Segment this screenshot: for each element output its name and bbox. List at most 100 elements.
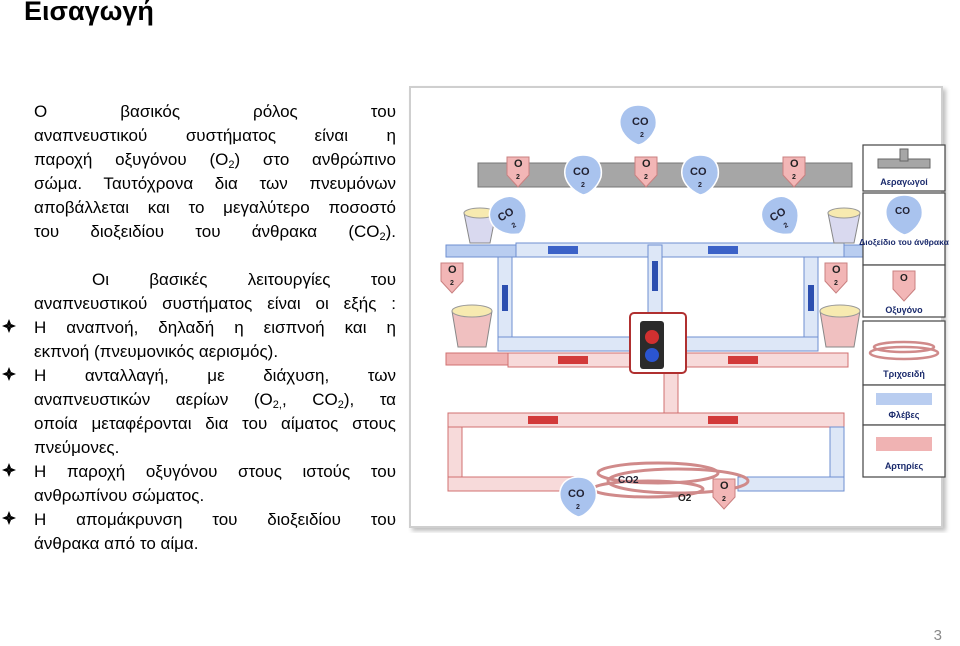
intro-line-3-a: παροχή οξυγόνου (O: [34, 150, 229, 169]
intro-paragraph: Ο βασικός ρόλος του αναπνευστικού συστήμ…: [34, 100, 396, 244]
artery-pipe: [445, 352, 517, 366]
o2-drop-icon: O 2: [634, 156, 658, 188]
co2-drop-icon: CO 2: [558, 476, 598, 518]
capillary-network: [591, 461, 750, 499]
bullet-2-line-3: οποία μεταφέρονται δια του αίματος στους: [34, 414, 396, 433]
co2-subscript: 2: [379, 231, 386, 243]
o2-subscript: 2,: [272, 399, 282, 411]
o2-label: O2: [678, 493, 692, 504]
bullet-2-line-1: Η ανταλλαγή, με διάχυση, των: [34, 366, 396, 385]
o2-subscript: 2: [228, 159, 235, 171]
bullet-diamond-icon: [2, 367, 16, 381]
legend-capillaries: Τριχοειδή: [883, 369, 925, 379]
co2-drop-icon: CO: [884, 194, 924, 236]
page-title: Εισαγωγή: [24, 0, 154, 26]
heart-label: ΚΑΡΔΙΑ: [645, 316, 671, 323]
svg-text:2: 2: [792, 174, 796, 181]
lung-container: [451, 207, 861, 348]
respiration-diagram: ΚΑΡΔΙΑ CO 2 CO 2 CO 2 CO 2 CO 2 CO 2 O 2…: [409, 86, 950, 528]
intro-line-1: Ο βασικός ρόλος του: [34, 102, 396, 121]
legend-arteries: Αρτηρίες: [885, 461, 924, 471]
legend: Αεραγωγοί CO Διοξείδιο του άνθρακα O Οξυ…: [859, 144, 950, 478]
capillary-icon: [868, 340, 940, 361]
svg-text:2: 2: [450, 280, 454, 287]
svg-text:O: O: [790, 158, 799, 170]
co2-drop-icon: CO 2: [482, 189, 536, 244]
bullet-2-line-4: πνεύμονες.: [34, 438, 120, 457]
legend-co2: Διοξείδιο του άνθρακα: [859, 237, 949, 247]
list-item: Η ανταλλαγή, με διάχυση, των αναπνευστικ…: [2, 364, 396, 460]
intro-line-3: παροχή οξυγόνου (O2) στο ανθρώπινο: [34, 148, 396, 172]
vein-pipe: [677, 336, 819, 352]
svg-text:2: 2: [698, 182, 702, 189]
text-column: Ο βασικός ρόλος του αναπνευστικού συστήμ…: [2, 100, 396, 556]
o2-drop-icon: O: [892, 270, 916, 302]
bullet-diamond-icon: [2, 511, 16, 525]
co2-drop-icon: CO 2: [618, 104, 658, 146]
svg-text:O: O: [514, 158, 523, 170]
page-number: 3: [933, 627, 942, 644]
co2-label: CO2: [618, 475, 639, 486]
bullet-2-line-2-a: αναπνευστικών αερίων (O: [34, 390, 273, 409]
functions-heading-line-2: αναπνευστικού συστήματος είναι οι εξής :: [34, 294, 396, 313]
artery-pipe: [447, 412, 845, 428]
blood-vehicle: [502, 246, 814, 424]
svg-text:2: 2: [722, 496, 726, 503]
svg-text:2: 2: [516, 174, 520, 181]
svg-text:2: 2: [581, 182, 585, 189]
svg-text:CO: CO: [568, 488, 585, 500]
bullet-4-line-2: άνθρακα από το αίμα.: [34, 534, 199, 553]
intro-line-4: σώμα. Ταυτόχρονα δια των πνευμόνων: [34, 174, 396, 193]
list-item: Η απομάκρυνση του διοξειδίου του άνθρακα…: [2, 508, 396, 556]
co2-drop-icon: CO 2: [680, 154, 720, 196]
legend-airways: Αεραγωγοί: [880, 177, 928, 187]
bullet-3-line-2: ανθρωπίνου σώματος.: [34, 486, 205, 505]
o2-drop-icon: O 2: [506, 156, 530, 188]
legend-veins: Φλέβες: [889, 410, 920, 420]
svg-text:CO: CO: [632, 116, 649, 128]
vein-pipe: [497, 336, 649, 352]
svg-text:CO: CO: [690, 166, 707, 178]
intro-line-6-a: του διοξειδίου του άνθρακα (CO: [34, 222, 380, 241]
vein-pipe: [445, 244, 517, 258]
bullet-2-line-2: αναπνευστικών αερίων (O2,, CO2), τα: [34, 388, 396, 412]
vein-pipe: [737, 476, 845, 492]
intro-line-5: αποβάλλεται και το μεγαλύτερο ποσοστό: [34, 198, 396, 217]
o2-drop-icon: O 2: [782, 156, 806, 188]
intro-line-6-b: ).: [385, 222, 396, 241]
list-item: Η αναπνοή, δηλαδή η εισπνοή και η εκπνοή…: [2, 316, 396, 364]
bullet-4-line-1: Η απομάκρυνση του διοξειδίου του: [34, 510, 396, 529]
svg-text:CO: CO: [895, 206, 910, 217]
function-list: Η αναπνοή, δηλαδή η εισπνοή και η εκπνοή…: [2, 316, 396, 556]
bullet-1-line-2: εκπνοή (πνευμονικός αερισμός).: [34, 342, 279, 361]
artery-pipe: [447, 426, 463, 478]
bullet-diamond-icon: [2, 463, 16, 477]
intro-line-6: του διοξειδίου του άνθρακα (CO2).: [34, 220, 396, 244]
svg-text:2: 2: [783, 222, 790, 230]
artery-pipe: [677, 352, 849, 368]
svg-text:O: O: [900, 273, 908, 284]
vein-pipe: [829, 426, 845, 478]
svg-text:O: O: [720, 480, 729, 492]
co2-drop-icon: CO 2: [563, 154, 603, 196]
artery-pipe: [447, 476, 579, 492]
o2-drop-icon: O 2: [824, 262, 848, 294]
bullet-1-line-1: Η αναπνοή, δηλαδή η εισπνοή και η: [34, 318, 396, 337]
bullet-3-line-1: Η παροχή οξυγόνου στους ιστούς του: [34, 462, 396, 481]
svg-text:2: 2: [576, 504, 580, 511]
bullet-diamond-icon: [2, 319, 16, 333]
svg-text:2: 2: [640, 132, 644, 139]
intro-line-2: αναπνευστικού συστήματος είναι η: [34, 126, 396, 145]
svg-text:O: O: [448, 264, 457, 276]
diagram-frame: [409, 86, 943, 528]
functions-heading-line-1: Οι βασικές λειτουργίες του: [92, 270, 396, 289]
co2-drop-icon: CO 2: [754, 189, 808, 244]
functions-heading: Οι βασικές λειτουργίες του αναπνευστικού…: [34, 268, 396, 316]
svg-text:CO: CO: [573, 166, 590, 178]
intro-line-3-b: ) στο ανθρώπινο: [234, 150, 396, 169]
bullet-2-line-2-c: ), τα: [343, 390, 396, 409]
o2-drop-icon: O 2: [440, 262, 464, 294]
heart-pump: ΚΑΡΔΙΑ: [629, 312, 687, 374]
svg-text:2: 2: [644, 174, 648, 181]
bullet-2-line-2-b: , CO: [281, 390, 338, 409]
